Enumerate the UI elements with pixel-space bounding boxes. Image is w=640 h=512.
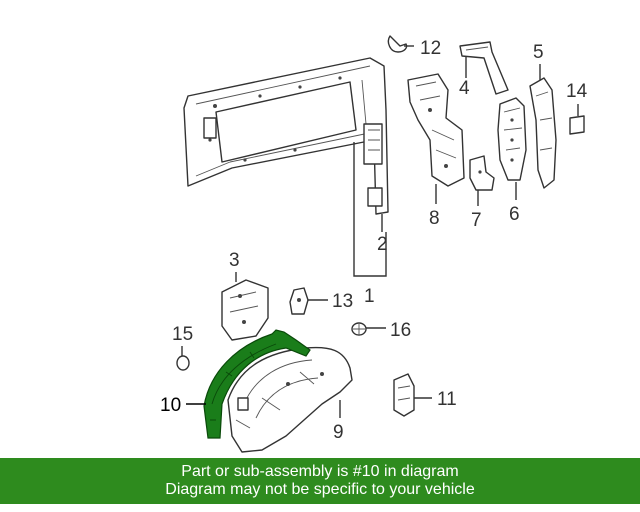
callout-4: 4 [459,78,470,99]
banner-line-2: Diagram may not be specific to your vehi… [165,481,475,498]
callout-13: 13 [332,291,353,312]
callout-14: 14 [566,81,588,102]
part-11-bracket [393,373,415,417]
part-info-banner: Part or sub-assembly is #10 in diagram D… [0,458,640,504]
part-3-bracket [221,279,269,341]
part-14-plug [569,115,585,135]
parts-diagram: 12 4 5 14 8 7 6 2 1 3 13 16 15 10 9 11 [160,35,588,453]
callout-2: 2 [377,234,388,255]
callout-8: 8 [429,208,440,229]
callout-16: 16 [390,320,411,341]
part-16-grommet [351,322,367,336]
callout-6: 6 [509,204,520,225]
leader-lines [181,45,579,418]
part-8-pillar-trim [407,73,465,187]
callout-11: 11 [437,389,457,410]
callout-15: 15 [172,324,193,345]
part-5-pillar [529,77,557,189]
part-13-bracket [289,287,309,315]
cab-back-panel [183,57,389,215]
part-15-grommet [176,355,190,371]
banner-line-1: Part or sub-assembly is #10 in diagram [181,463,459,480]
callout-10: 10 [160,395,181,416]
callout-9: 9 [333,422,344,443]
callout-7: 7 [471,210,482,231]
callout-5: 5 [533,42,544,63]
part-9-wheelhouse [227,346,353,453]
part-6-reinforcement [497,97,527,181]
part-12-clip [387,35,408,53]
callout-1: 1 [364,286,375,307]
callout-3: 3 [229,250,240,271]
part-7-bracket [469,155,495,191]
callout-12: 12 [420,38,441,59]
part-10-highlighted [203,329,311,439]
